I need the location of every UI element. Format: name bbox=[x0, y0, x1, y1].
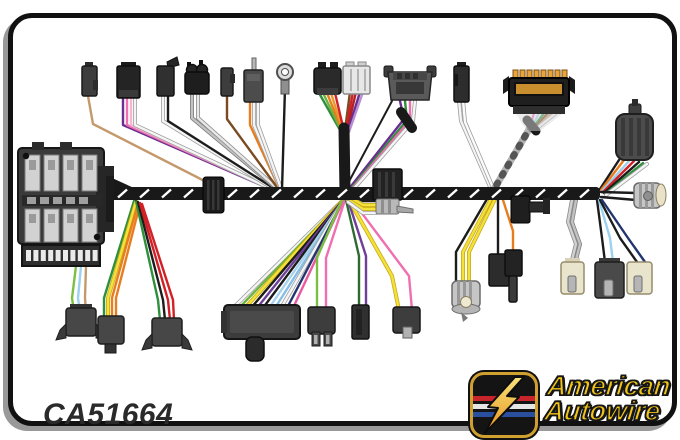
lightning-bolt-icon bbox=[484, 376, 525, 434]
connector-top-1 bbox=[81, 62, 98, 97]
connector-bottom-3 bbox=[141, 317, 193, 351]
connector-top-5 bbox=[220, 67, 235, 97]
trunk-block bbox=[202, 176, 225, 214]
wires-layer bbox=[70, 86, 649, 322]
connector-top-3 bbox=[156, 56, 180, 97]
ecu-sleeve bbox=[396, 107, 417, 133]
connector-mid-black bbox=[313, 62, 342, 95]
headlight-switch bbox=[372, 168, 414, 215]
connector-assembly-b9 bbox=[488, 249, 523, 303]
bulkhead-loom-stripes bbox=[489, 122, 535, 195]
connector-top-6 bbox=[243, 57, 264, 103]
bulb-socket-bottom bbox=[451, 280, 481, 322]
brand-name: American Autowire bbox=[542, 370, 672, 427]
connector-top-4 bbox=[184, 60, 210, 95]
fuse-box bbox=[17, 142, 114, 267]
connector-bottom-2 bbox=[97, 315, 125, 354]
gray-connector bbox=[594, 258, 625, 299]
image-frame: CA51664 American Autowire bbox=[8, 13, 677, 438]
round-connector bbox=[615, 99, 654, 161]
brand-logo: American Autowire bbox=[470, 370, 673, 438]
connector-tall-narrow bbox=[453, 62, 470, 103]
brand-line-2: Autowire bbox=[542, 395, 662, 427]
logo-badge bbox=[470, 372, 538, 438]
connector-bottom-6 bbox=[351, 304, 370, 340]
trunk-block-2 bbox=[510, 195, 550, 224]
badge-stripe-3 bbox=[473, 412, 535, 417]
column-loom bbox=[338, 122, 351, 198]
bulb-socket-right bbox=[633, 182, 667, 209]
connectors-layer bbox=[17, 56, 667, 362]
bulkhead-connector bbox=[383, 65, 437, 101]
dash-main-connector bbox=[221, 304, 301, 362]
cream-connector-2 bbox=[626, 261, 653, 295]
cream-connector-1 bbox=[560, 258, 585, 295]
amber-pin-connector bbox=[503, 69, 575, 131]
ring-terminal bbox=[276, 63, 294, 95]
connector-top-2 bbox=[116, 62, 141, 99]
trunk-layer bbox=[106, 187, 600, 200]
connector-bottom-5 bbox=[307, 306, 336, 347]
connector-mid-white bbox=[342, 61, 371, 95]
connector-bottom-7 bbox=[392, 306, 421, 339]
part-number: CA51664 bbox=[43, 398, 174, 431]
